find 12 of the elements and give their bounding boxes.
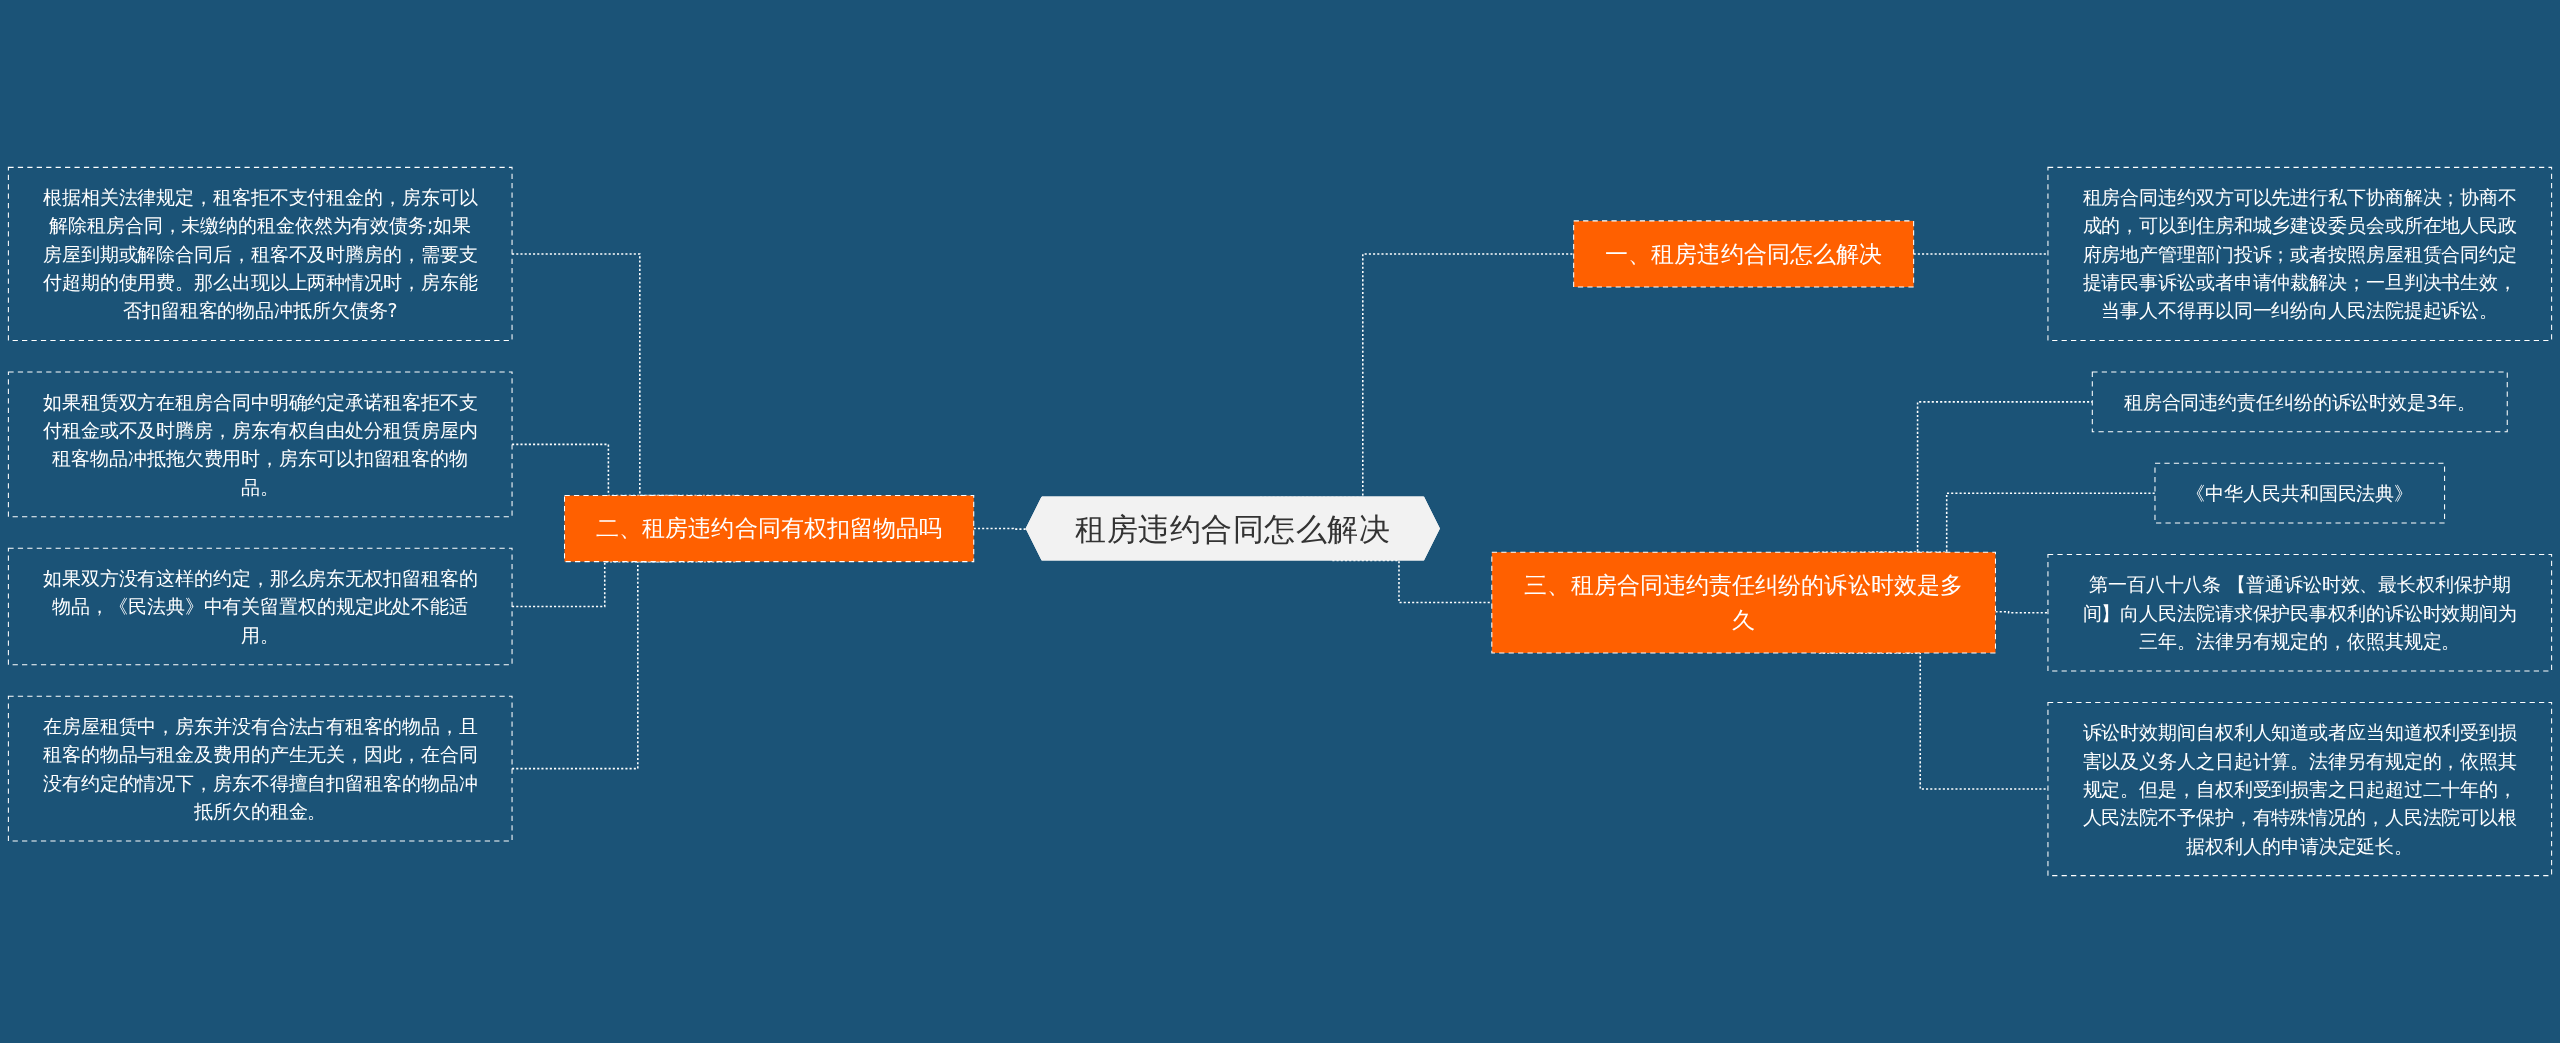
node-box: 根据相关法律规定，租客拒不支付租金的，房东可以解除租房合同，未缴纳的租金依然为有效债务;如果房屋到期或解除合同后，租客不及时腾房的，需要支付超期的使用费。那么出现以上两种情况时，房东能否扣留租客的物品冲抵所欠债务?	[7, 166, 513, 342]
node-box: 第一百八十八条 【普通诉讼时效、最长权利保护期间】向人民法院请求保护民事权利的诉讼时效期间为三年。法律另有规定的，依照其规定。	[2047, 554, 2553, 672]
node-box: 如果双方没有这样的约定，那么房东无权扣留租客的物品，《民法典》中有关留置权的规定此处不能适用。	[7, 547, 513, 666]
node-box: 如果租赁双方在租房合同中明确约定承诺租客拒不支付租金或不及时腾房，房东有权自由处分租赁房屋内租客物品冲抵拖欠费用时，房东可以扣留租客的物品。	[7, 371, 513, 518]
node-box: 一、租房违约合同怎么解决	[1573, 220, 1915, 288]
node-box: 三、租房合同违约责任纠纷的诉讼时效是多久	[1491, 551, 1996, 654]
node-box: 租房合同违约责任纠纷的诉讼时效是3年。	[2091, 371, 2508, 433]
node-box: 在房屋租赁中，房东并没有合法占有租客的物品，且租客的物品与租金及费用的产生无关，因此，在合同没有约定的情况下，房东不得擅自扣留租客的物品冲抵所欠的租金。	[7, 695, 513, 842]
node-box: 租房合同违约双方可以先进行私下协商解决；协商不成的，可以到住房和城乡建设委员会或所在地人民政府房地产管理部门投诉；或者按照房屋租赁合同约定提请民事诉讼或者申请仲裁解决；一旦判决书生效，当事人不得再以同一纠纷向人民法院提起诉讼。	[2047, 166, 2553, 342]
node-box: 诉讼时效期间自权利人知道或者应当知道权利受到损害以及义务人之日起计算。法律另有规定的，依照其规定。但是，自权利受到损害之日起超过二十年的，人民法院不予保护，有特殊情况的，人民法院可以根据权利人的申请决定延长。	[2047, 701, 2553, 877]
node-box: 二、租房违约合同有权扣留物品吗	[564, 495, 975, 563]
node-box: 《中华人民共和国民法典》	[2154, 462, 2446, 524]
